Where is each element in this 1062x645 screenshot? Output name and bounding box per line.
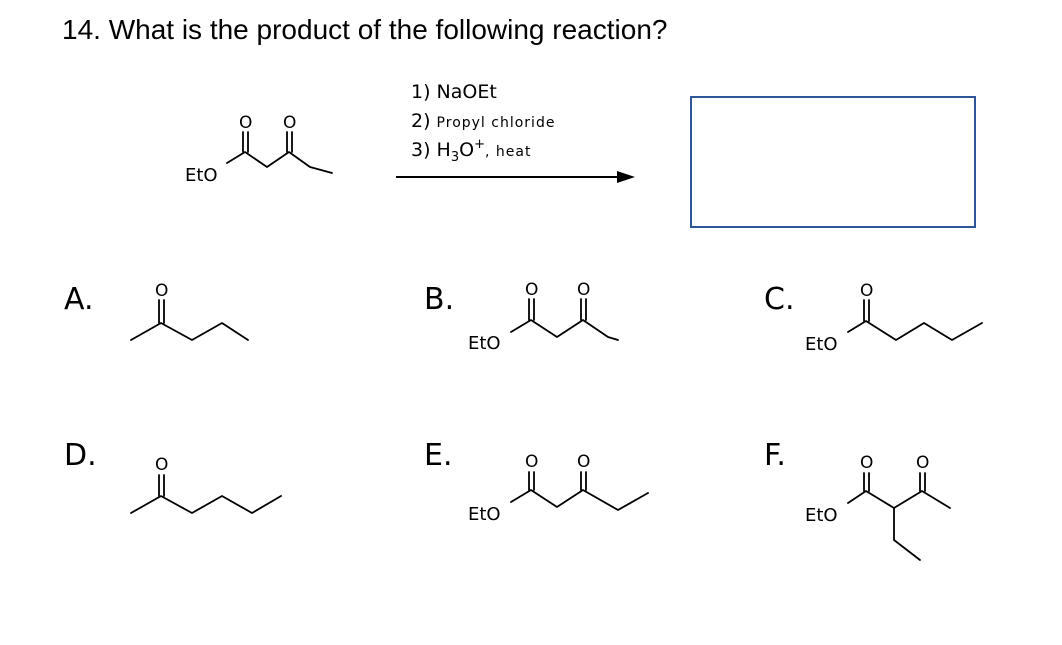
condition-step-1: 1) NaOEt	[411, 81, 497, 103]
option-e-chain	[510, 489, 649, 511]
option-c-chain	[847, 320, 983, 341]
reaction-arrow-head	[617, 171, 635, 183]
option-c-oxygen: O	[860, 281, 873, 301]
option-a-letter: A.	[64, 282, 94, 317]
option-b-eto-label: EtO	[468, 333, 501, 354]
reactant-oxygen-1: O	[239, 113, 252, 133]
option-e-oxygen-1: O	[525, 452, 538, 472]
option-f-oxygen-2: O	[916, 453, 929, 473]
reactant-molecule: EtO O O	[185, 113, 333, 186]
option-d-chain	[130, 495, 282, 514]
question-title: 14. What is the product of the following…	[62, 14, 668, 45]
option-f-letter: F.	[764, 438, 786, 473]
option-b-oxygen-1: O	[525, 280, 538, 300]
option-e-oxygen-2: O	[577, 452, 590, 472]
option-b[interactable]: B. EtO O O	[424, 280, 619, 354]
reaction-conditions: 1) NaOEt 2) Propyl chloride 3) H3O+, hea…	[396, 81, 635, 183]
condition-step-3: 3) H3O+, heat	[411, 137, 531, 165]
condition-step-2: 2) Propyl chloride	[411, 110, 555, 132]
reactant-chain	[226, 151, 333, 174]
option-b-chain	[510, 319, 619, 341]
option-c-letter: C.	[764, 282, 794, 317]
reactant-oxygen-2: O	[283, 113, 296, 133]
option-a-oxygen: O	[155, 281, 168, 301]
option-a[interactable]: A. O	[64, 281, 249, 341]
option-f-propyl-branch	[893, 507, 921, 561]
option-e-eto-label: EtO	[468, 504, 501, 525]
option-c[interactable]: C. EtO O	[764, 281, 983, 355]
option-f-oxygen-1: O	[860, 453, 873, 473]
option-f-eto-label: EtO	[805, 505, 838, 526]
reactant-eto-label: EtO	[185, 165, 218, 186]
answer-box[interactable]	[690, 96, 976, 228]
option-f-chain	[847, 490, 951, 509]
option-e-letter: E.	[424, 438, 453, 473]
option-c-eto-label: EtO	[805, 334, 838, 355]
option-b-oxygen-2: O	[577, 280, 590, 300]
option-b-letter: B.	[424, 282, 454, 317]
option-f[interactable]: F. EtO O O	[764, 438, 951, 561]
option-e[interactable]: E. EtO O O	[424, 438, 649, 525]
option-d[interactable]: D. O	[64, 438, 282, 514]
option-a-chain	[130, 322, 249, 341]
option-d-oxygen: O	[155, 455, 168, 475]
option-d-letter: D.	[64, 438, 97, 473]
